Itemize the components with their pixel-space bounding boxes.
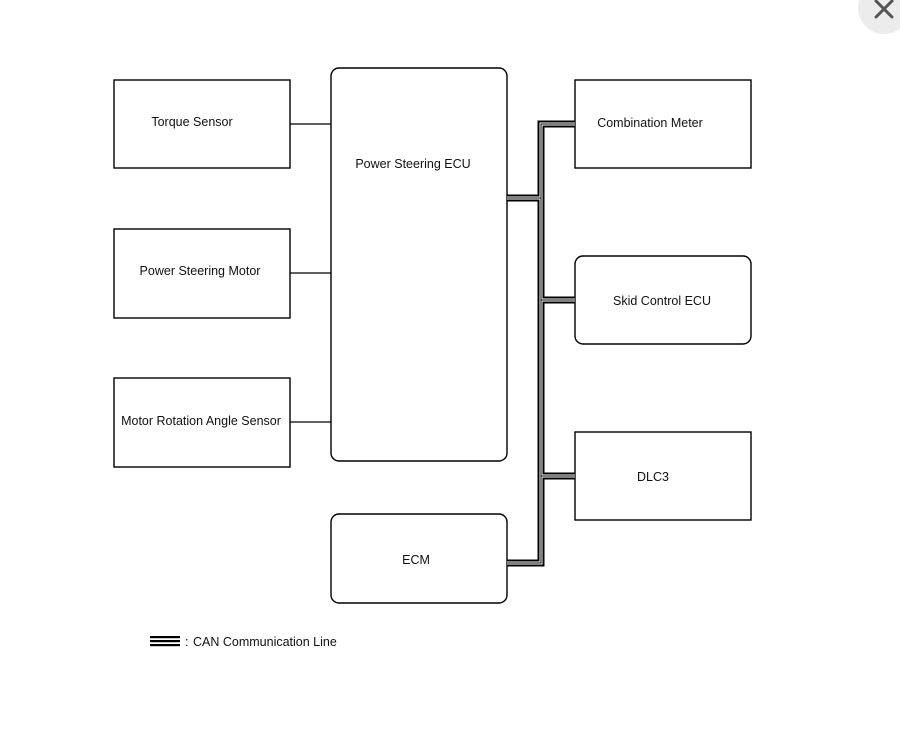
power-steering-ecu-node: Power Steering ECU xyxy=(330,67,508,462)
ecm-label: ECM xyxy=(402,553,430,567)
motor-rotation-angle-sensor-label: Motor Rotation Angle Sensor xyxy=(121,414,281,428)
ecm-node: ECM xyxy=(330,513,508,604)
power-steering-motor-label: Power Steering Motor xyxy=(140,264,261,278)
close-icon xyxy=(874,0,894,19)
can-bus-lines xyxy=(507,120,575,567)
can-line-legend-swatch xyxy=(150,636,180,647)
combination-meter-label: Combination Meter xyxy=(597,116,703,130)
combination-meter-node: Combination Meter xyxy=(574,79,752,169)
torque-sensor-node: Torque Sensor xyxy=(113,79,291,169)
power-steering-motor-node: Power Steering Motor xyxy=(113,228,291,319)
dlc3-node: DLC3 xyxy=(574,431,752,521)
dlc3-label: DLC3 xyxy=(637,470,669,484)
can-bus-center xyxy=(507,123,575,564)
motor-rotation-angle-sensor-node: Motor Rotation Angle Sensor xyxy=(113,377,291,468)
torque-sensor-label: Torque Sensor xyxy=(151,115,232,129)
close-button[interactable] xyxy=(858,0,900,34)
legend: : CAN Communication Line xyxy=(150,635,337,649)
legend-colon: : xyxy=(185,635,188,649)
power-steering-ecu-label: Power Steering ECU xyxy=(355,157,470,171)
skid-control-ecu-node: Skid Control ECU xyxy=(574,255,752,345)
legend-label: CAN Communication Line xyxy=(193,635,337,649)
skid-control-ecu-label: Skid Control ECU xyxy=(613,294,711,308)
